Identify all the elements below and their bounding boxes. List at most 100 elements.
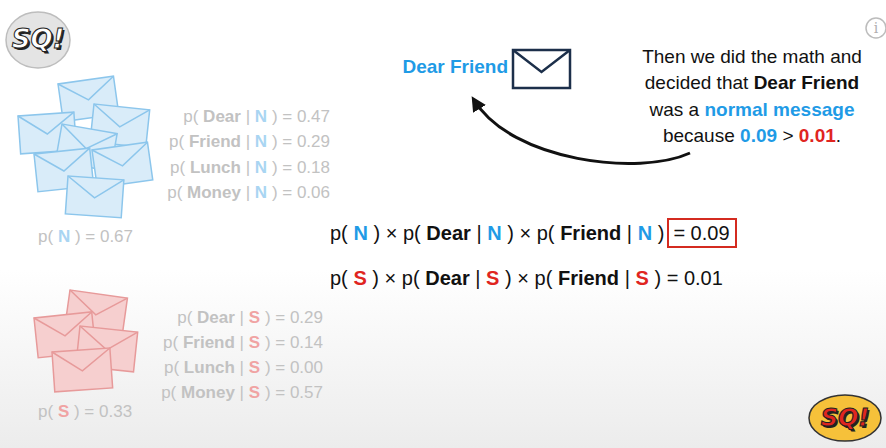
likelihood-text: S: [249, 383, 260, 403]
callout-text: 0.09: [740, 125, 777, 148]
likelihood-text: S: [249, 358, 260, 378]
likelihood-text: ) = 0.29: [272, 132, 330, 152]
likelihood-text: |: [246, 158, 250, 178]
equation-text: = 0.01: [667, 266, 723, 290]
message-text-line: Dear Friend: [402, 56, 508, 79]
likelihood-text: |: [240, 308, 244, 328]
likelihood-text: ) = 0.06: [272, 183, 330, 203]
likelihood-text: p(: [170, 158, 185, 178]
normal-envelopes: [18, 76, 153, 218]
likelihood-text-line: p(Lunch|S) = 0.00: [164, 358, 323, 378]
likelihood-text-line: p(Friend|S) = 0.14: [163, 333, 323, 353]
prior-text: p(: [38, 227, 53, 247]
prior-text: ) = 0.67: [75, 227, 133, 247]
envelope-flap: [92, 142, 150, 170]
likelihood-text: p(: [183, 107, 198, 127]
likelihood-text: p(: [177, 308, 192, 328]
equation-text: Dear: [426, 221, 470, 245]
highlight-box: = 0.09: [667, 218, 736, 248]
equation-text: p(: [330, 221, 348, 245]
likelihood-text: S: [249, 308, 260, 328]
equation-text: ) ×: [372, 266, 396, 290]
likelihood-text-line: p(Dear|N) = 0.47: [183, 107, 330, 127]
likelihood-text: ) = 0.29: [265, 308, 323, 328]
likelihood-text: p(: [167, 183, 182, 203]
likelihood-text-line: p(Friend|N) = 0.29: [169, 132, 330, 152]
equation-text-line: p(S) ×p(Dear|S) ×p(Friend|S)= 0.01: [330, 266, 723, 290]
likelihood-text-line: p(Money|S) = 0.57: [161, 383, 323, 403]
equation-text: ) ×: [507, 221, 531, 245]
equation-text: |: [627, 221, 632, 245]
equation-text: N: [638, 221, 652, 245]
callout-text: 0.01: [799, 125, 836, 148]
likelihood-text-line: p(Dear|S) = 0.29: [177, 308, 323, 328]
prior-text: S: [58, 402, 69, 422]
message-text: Dear Friend: [402, 56, 508, 79]
envelope-flap: [58, 76, 116, 104]
likelihood-text: Dear: [197, 308, 235, 328]
info-icon: [866, 18, 886, 38]
equation-text: |: [625, 266, 630, 290]
callout-text-line: Then we did the math and: [642, 46, 862, 69]
callout-text-line: decided thatDear Friend: [645, 72, 859, 95]
prior-text: ) = 0.33: [74, 402, 132, 422]
message-envelope: [513, 50, 570, 88]
likelihood-text: Dear: [203, 107, 241, 127]
equation-text: |: [476, 221, 481, 245]
likelihood-text: Lunch: [184, 358, 235, 378]
equation-text: p(: [537, 221, 555, 245]
likelihood-text: Friend: [183, 333, 235, 353]
likelihood-text: N: [255, 107, 267, 127]
callout-text: normal message: [704, 99, 854, 122]
likelihood-text: p(: [163, 333, 178, 353]
likelihood-text: p(: [164, 358, 179, 378]
callout-text: .: [836, 125, 841, 148]
callout-text: >: [782, 125, 793, 148]
logo-splat: [6, 12, 70, 68]
likelihood-text: ) = 0.14: [265, 333, 323, 353]
likelihood-text: S: [249, 333, 260, 353]
envelope-flap: [52, 348, 111, 373]
likelihood-text: |: [246, 107, 250, 127]
likelihood-text: |: [240, 383, 244, 403]
equation-text: p(: [535, 266, 553, 290]
likelihood-text: p(: [169, 132, 184, 152]
envelope-flap: [92, 104, 150, 130]
equation-text-line: p(N) ×p(Dear|N) ×p(Friend|N): [330, 221, 664, 245]
callout-text: Dear Friend: [754, 72, 860, 95]
likelihood-text: |: [240, 358, 244, 378]
equation-text: S: [353, 266, 366, 290]
info-icon-text-line: i: [874, 20, 878, 37]
prior-text: p(: [38, 402, 53, 422]
likelihood-text: N: [255, 132, 267, 152]
equation-text: N: [353, 221, 367, 245]
likelihood-text-line: p(Money|N) = 0.06: [167, 183, 330, 203]
logo-text-line: SQ!: [821, 404, 870, 433]
equation-text: Dear: [425, 266, 469, 290]
logo-text: SQ!: [12, 24, 65, 55]
likelihood-text: Money: [187, 183, 241, 203]
callout-text: was a: [650, 99, 700, 122]
callout-text: because: [663, 125, 735, 148]
info-icon-text: i: [874, 20, 878, 37]
equation-text: p(: [330, 266, 348, 290]
equation-text: N: [487, 221, 501, 245]
logo-text: SQ!: [821, 404, 870, 433]
likelihood-text: ) = 0.18: [272, 158, 330, 178]
likelihood-text: N: [255, 158, 267, 178]
equation-text: p(: [402, 266, 420, 290]
equation-text: Friend: [560, 221, 621, 245]
spam-envelopes: [34, 290, 138, 392]
likelihood-text: Friend: [189, 132, 241, 152]
callout-text: decided that: [645, 72, 749, 95]
likelihood-text: ) = 0.00: [265, 358, 323, 378]
equation-text: S: [635, 266, 648, 290]
equation-text: p(: [403, 221, 421, 245]
likelihood-text: Money: [181, 383, 235, 403]
prior-text-line: p(S) = 0.33: [38, 402, 132, 422]
likelihood-text: N: [255, 183, 267, 203]
callout-text: Then we did the math and: [642, 46, 862, 69]
logo-splat: [809, 395, 881, 441]
likelihood-text: |: [246, 132, 250, 152]
equation-text: Friend: [558, 266, 619, 290]
